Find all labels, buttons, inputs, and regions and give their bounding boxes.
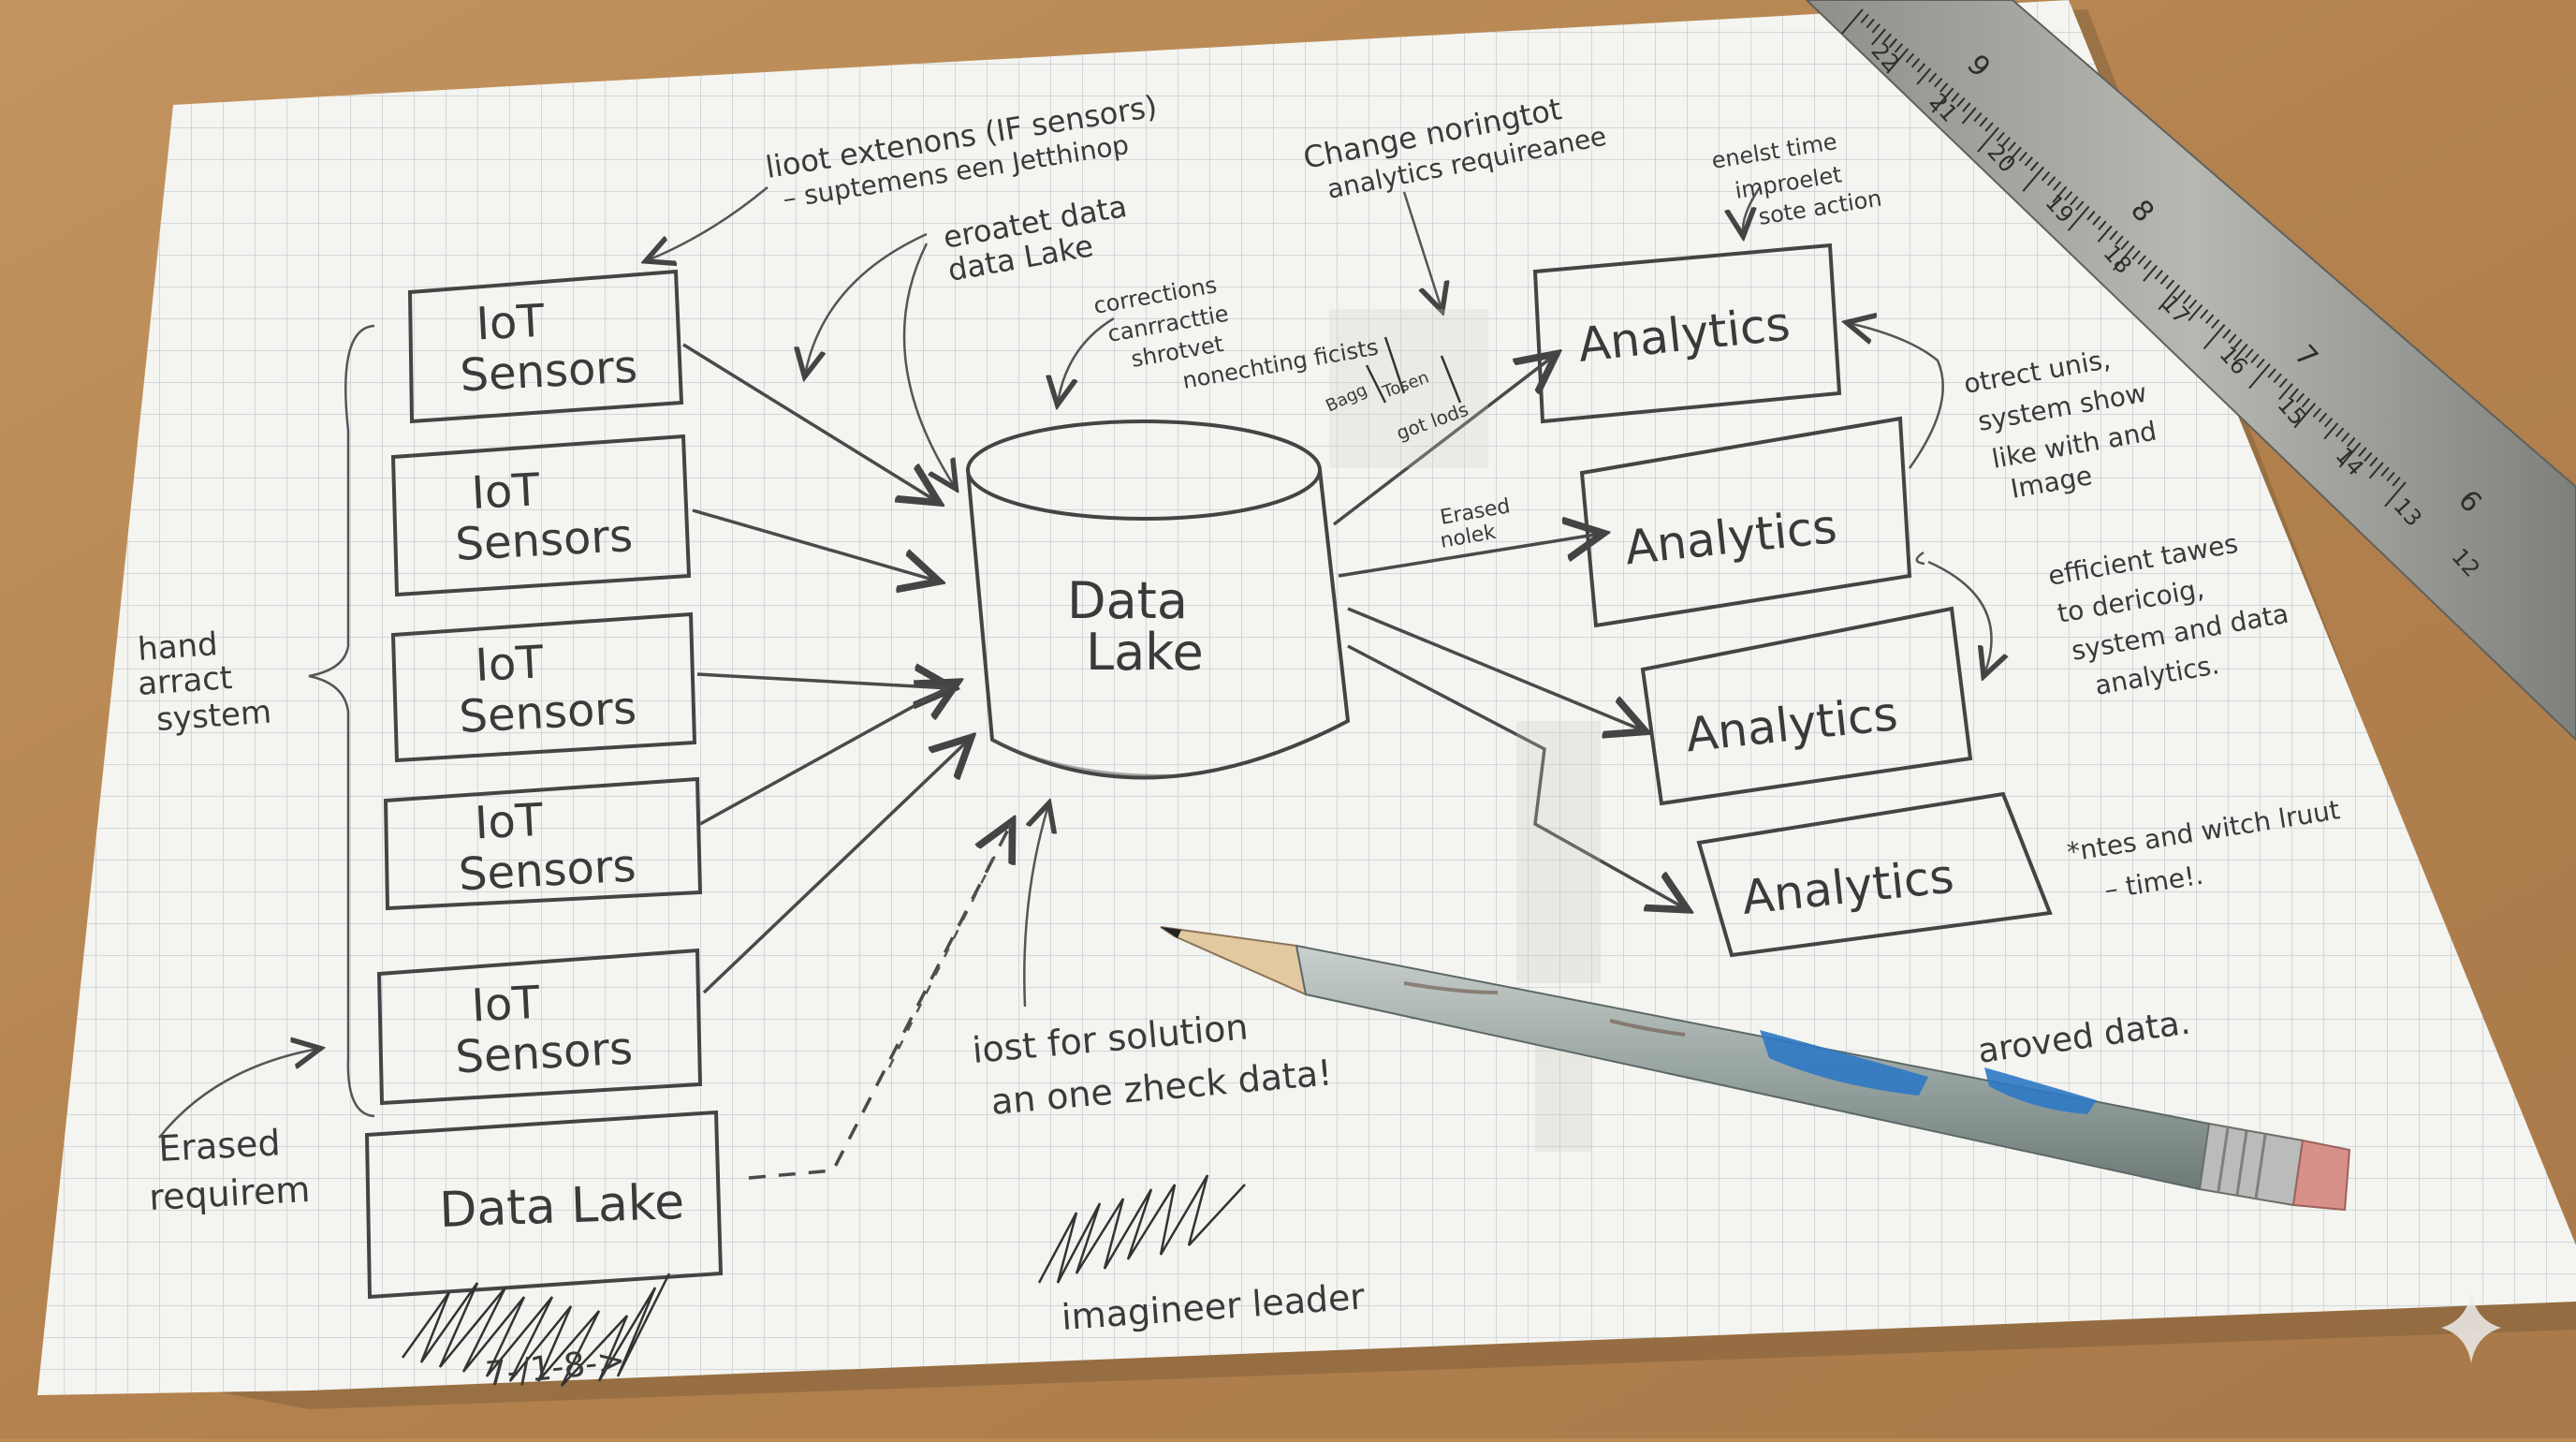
iot-sensor-line1: IoT (474, 636, 545, 692)
iot-sensor-line2: Sensors (458, 682, 637, 743)
iot-sensor-line1: IoT (470, 977, 541, 1033)
erased-smudges (1329, 309, 1601, 1152)
sparkle-icon (2441, 1292, 2501, 1363)
central-lake-line2: Lake (1086, 623, 1204, 682)
pencil (1160, 926, 2351, 1212)
source-data-lake-box: Data Lake (364, 1110, 724, 1300)
iot-sensor-line1: IoT (470, 464, 541, 520)
annotation-arrows (158, 186, 1992, 1139)
note-hand-2: arract (137, 659, 234, 703)
central-lake-line1: Data (1067, 571, 1188, 630)
note-erased-left-2: requirem (148, 1169, 311, 1218)
iot-sensor-line2: Sensors (454, 1023, 634, 1084)
iot-sensor-line2: Sensors (454, 509, 634, 571)
iot-sensor-line2: Sensors (459, 341, 638, 403)
scribble-marks (401, 336, 1462, 1387)
iot-sensor-line2: Sensors (458, 840, 637, 902)
iot-sensor-line1: IoT (475, 295, 546, 351)
iot-sensor-line1: IoT (474, 794, 545, 850)
left-brace (308, 324, 375, 1118)
central-data-lake-cylinder: Data Lake (966, 419, 1351, 780)
analytics-arrows (1332, 356, 1685, 908)
source-data-lake-label: Data Lake (438, 1174, 685, 1239)
note-hand-3: system (155, 694, 272, 739)
note-erased-left-1: Erased (157, 1122, 281, 1170)
sensor-arrows (682, 343, 1011, 1180)
note-hand-1: hand (137, 625, 219, 669)
